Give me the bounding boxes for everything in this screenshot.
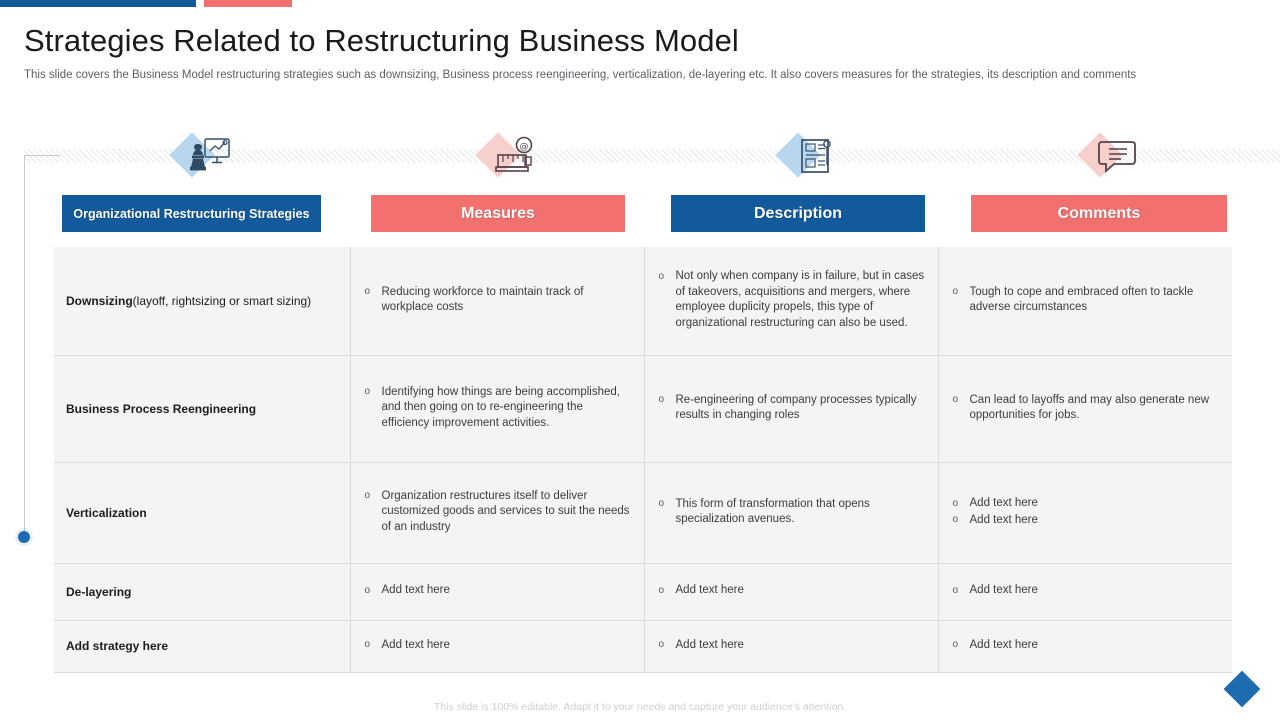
- cell-description: Re-engineering of company processes typi…: [644, 355, 939, 463]
- strategy-name: De-layering: [66, 584, 132, 599]
- cell-strategy: Verticalization: [54, 462, 351, 564]
- bullet-list: Can lead to layoffs and may also generat…: [951, 392, 1221, 424]
- strategy-name: Business Process Reengineering: [66, 401, 257, 416]
- list-item: Organization restructures itself to deli…: [363, 488, 632, 536]
- footer-note: This slide is 100% editable. Adapt it to…: [433, 701, 847, 713]
- cell-comments: Can lead to layoffs and may also generat…: [938, 355, 1232, 463]
- page-subtitle: This slide covers the Business Model res…: [24, 69, 1137, 81]
- list-item: Add text here: [951, 496, 1221, 512]
- cell-measures: Add text here: [350, 620, 645, 673]
- list-item: Add text here: [951, 512, 1221, 529]
- table-row[interactable]: Add strategy here Add text here Add text…: [54, 620, 1232, 673]
- icon-slot-description: [775, 132, 840, 187]
- strategy-detail: (layoff, rightsizing or smart sizing): [132, 293, 312, 308]
- list-item: Add text here: [951, 583, 1221, 599]
- column-header-comments[interactable]: Comments: [971, 195, 1227, 232]
- bullet-list: Add text here Add text here: [951, 496, 1221, 528]
- cell-measures: Identifying how things are being accompl…: [350, 355, 645, 463]
- measure-scale-icon: @: [495, 136, 533, 172]
- connector-top-segment: [24, 155, 60, 156]
- list-item: Identifying how things are being accompl…: [363, 384, 632, 432]
- bullet-list: Add text here: [363, 637, 632, 654]
- bullet-list: This form of transformation that opens s…: [657, 496, 926, 528]
- list-item: This form of transformation that opens s…: [657, 496, 926, 528]
- cell-comments: Add text here Add text here: [938, 462, 1232, 564]
- list-item: Add text here: [951, 637, 1221, 654]
- list-item: Reducing workforce to maintain track of …: [363, 284, 632, 316]
- cell-comments: Add text here: [938, 620, 1232, 673]
- top-accent-bar-blue: [0, 0, 196, 7]
- bullet-list: Reducing workforce to maintain track of …: [363, 284, 632, 316]
- speech-bubble-comment-icon: [1098, 141, 1136, 173]
- cell-description: Add text here: [644, 563, 939, 621]
- list-item: Add text here: [657, 637, 926, 654]
- cell-description: This form of transformation that opens s…: [644, 462, 939, 564]
- icon-slot-comments: [1077, 132, 1142, 187]
- bullet-list: Organization restructures itself to deli…: [363, 488, 632, 536]
- bullet-list: Identifying how things are being accompl…: [363, 384, 632, 432]
- list-item: Can lead to layoffs and may also generat…: [951, 392, 1221, 424]
- strategy-chessboard-icon: [190, 138, 230, 171]
- bullet-list: Add text here: [657, 637, 926, 654]
- list-item: Not only when company is in failure, but…: [657, 269, 926, 331]
- table-row[interactable]: Business Process Reengineering Identifyi…: [54, 355, 1232, 463]
- connector-vertical-line: [24, 155, 25, 537]
- strategy-name: Add strategy here: [66, 639, 169, 653]
- column-header-measures[interactable]: Measures: [371, 195, 625, 232]
- cell-comments: Tough to cope and embraced often to tack…: [938, 247, 1232, 356]
- strategy-name: Downsizing: [66, 293, 133, 308]
- list-item: Add text here: [657, 583, 926, 599]
- bullet-list: Add text here: [363, 583, 632, 599]
- bullet-list: Add text here: [657, 583, 926, 599]
- cell-measures: Organization restructures itself to deli…: [350, 462, 645, 564]
- strategies-table: Downsizing(layoff, rightsizing or smart …: [54, 247, 1232, 673]
- list-item: Re-engineering of company processes typi…: [657, 392, 926, 424]
- table-row[interactable]: Downsizing(layoff, rightsizing or smart …: [54, 247, 1232, 356]
- icon-slot-strategy: [169, 132, 234, 187]
- cell-strategy: Downsizing(layoff, rightsizing or smart …: [54, 247, 351, 356]
- column-header-description[interactable]: Description: [671, 195, 925, 232]
- bullet-list: Add text here: [951, 637, 1221, 654]
- list-item: Add text here: [363, 583, 632, 599]
- top-accent-bar-red: [204, 0, 292, 7]
- bullet-list: Re-engineering of company processes typi…: [657, 392, 926, 424]
- bullet-list: Not only when company is in failure, but…: [657, 269, 926, 331]
- cell-measures: Add text here: [350, 563, 645, 621]
- cell-strategy: Add strategy here: [54, 620, 351, 673]
- column-header-strategies[interactable]: Organizational Restructuring Strategies: [62, 195, 321, 232]
- strategy-name: Verticalization: [66, 505, 147, 520]
- list-item: Add text here: [363, 637, 632, 654]
- hatched-strip: [24, 149, 1280, 163]
- cell-comments: Add text here: [938, 563, 1232, 621]
- bullet-list: Tough to cope and embraced often to tack…: [951, 284, 1221, 316]
- icon-slot-measures: @: [475, 132, 540, 187]
- connector-dot: [18, 531, 30, 543]
- list-item: Tough to cope and embraced often to tack…: [951, 284, 1221, 316]
- table-row[interactable]: De-layering Add text here Add text here …: [54, 563, 1232, 621]
- cell-description: Not only when company is in failure, but…: [644, 247, 939, 356]
- cell-measures: Reducing workforce to maintain track of …: [350, 247, 645, 356]
- page-title: Strategies Related to Restructuring Busi…: [24, 23, 739, 58]
- bullet-list: Add text here: [951, 583, 1221, 599]
- svg-text:@: @: [520, 142, 529, 152]
- cell-strategy: De-layering: [54, 563, 351, 621]
- cell-description: Add text here: [644, 620, 939, 673]
- table-row[interactable]: Verticalization Organization restructure…: [54, 462, 1232, 564]
- cell-strategy: Business Process Reengineering: [54, 355, 351, 463]
- document-description-icon: [801, 139, 831, 173]
